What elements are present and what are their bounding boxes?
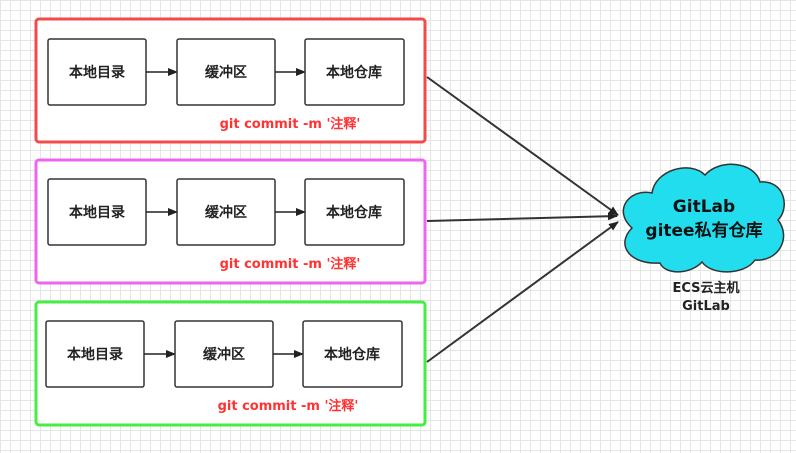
server-caption-line-1: ECS云主机 xyxy=(672,280,739,296)
staging-area-label-1: 缓冲区 xyxy=(205,64,247,81)
developer-group-3: 本地目录 缓冲区 本地仓库 git commit -m '注释' xyxy=(34,300,427,427)
developer-group-2: 本地目录 缓冲区 本地仓库 git commit -m '注释' xyxy=(34,158,427,285)
cloud-shape xyxy=(622,163,785,273)
remote-repository-cloud: GitLab gitee私有仓库 xyxy=(622,163,785,273)
developer-group-1: 本地目录 缓冲区 本地仓库 git commit -m '注释' xyxy=(34,17,427,144)
push-arrow-3 xyxy=(426,221,619,363)
working-directory-label-2: 本地目录 xyxy=(69,204,125,221)
staging-area-label-3: 缓冲区 xyxy=(203,346,245,363)
push-arrow-1 xyxy=(426,76,619,216)
commit-label-2: git commit -m '注释' xyxy=(220,256,361,272)
local-repo-label-1: 本地仓库 xyxy=(326,64,382,81)
staging-area-label-2: 缓冲区 xyxy=(205,204,247,221)
remote-title-line-1: GitLab xyxy=(673,197,735,217)
working-directory-label-1: 本地目录 xyxy=(69,64,125,81)
local-repo-node-2 xyxy=(304,178,405,246)
local-repo-label-3: 本地仓库 xyxy=(324,346,380,363)
remote-title-line-2: gitee私有仓库 xyxy=(645,220,762,241)
local-repo-node-3 xyxy=(302,320,403,388)
push-arrow-2 xyxy=(426,212,618,222)
commit-label-1: git commit -m '注释' xyxy=(220,116,361,132)
working-directory-label-3: 本地目录 xyxy=(67,346,123,363)
local-repo-label-2: 本地仓库 xyxy=(326,204,382,221)
server-caption-line-2: GitLab xyxy=(682,299,730,314)
commit-label-3: git commit -m '注释' xyxy=(218,398,359,414)
local-repo-node-1 xyxy=(304,38,405,106)
